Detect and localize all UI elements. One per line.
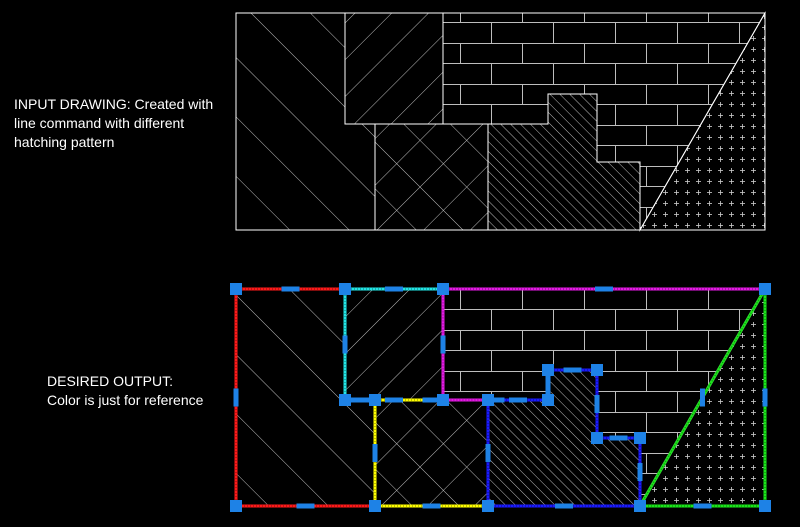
midpoint-grip[interactable]	[422, 503, 441, 509]
midpoint-grip[interactable]	[422, 397, 441, 403]
vertex-grip[interactable]	[759, 500, 771, 512]
hatch-region-cyan[interactable]	[344, 12, 444, 125]
hatch-region-yellow[interactable]	[374, 123, 489, 231]
midpoint-grip[interactable]	[296, 503, 315, 509]
input-note-line: hatching pattern	[14, 134, 115, 150]
desired-output-drawing[interactable]	[230, 283, 771, 512]
midpoint-grip[interactable]	[440, 335, 446, 354]
vertex-grip[interactable]	[542, 394, 554, 406]
vertex-grip[interactable]	[437, 394, 449, 406]
vertex-grip[interactable]	[369, 394, 381, 406]
vertex-grip[interactable]	[591, 432, 603, 444]
midpoint-grip[interactable]	[637, 463, 643, 481]
midpoint-grip[interactable]	[342, 335, 348, 354]
midpoint-grip[interactable]	[281, 286, 300, 292]
input-drawing[interactable]	[235, 11, 766, 232]
hatch-fill-blue	[488, 370, 640, 506]
output-note-line: Color is just for reference	[47, 392, 204, 408]
input-note-line: INPUT DRAWING: Created with	[14, 96, 214, 112]
hatch-fill-magenta	[443, 289, 765, 506]
vertex-grip[interactable]	[339, 394, 351, 406]
midpoint-grip[interactable]	[545, 376, 551, 394]
hatch-region-green[interactable]	[639, 11, 766, 231]
hatch-fill-cyan	[345, 289, 443, 400]
hatch-fill-red	[236, 289, 375, 506]
input-note-line: line command with different	[14, 115, 185, 131]
midpoint-grip[interactable]	[351, 397, 369, 403]
output-note-line: DESIRED OUTPUT:	[47, 373, 174, 389]
vertex-grip[interactable]	[634, 500, 646, 512]
vertex-grip[interactable]	[482, 394, 494, 406]
midpoint-grip[interactable]	[486, 397, 505, 403]
vertex-grip[interactable]	[759, 283, 771, 295]
midpoint-grip[interactable]	[700, 388, 705, 407]
midpoint-grip[interactable]	[485, 444, 491, 462]
vertex-grip[interactable]	[634, 432, 646, 444]
midpoint-grip[interactable]	[693, 503, 712, 509]
midpoint-grip[interactable]	[594, 395, 600, 413]
hatch-fill-yellow	[375, 400, 488, 506]
midpoint-grip[interactable]	[555, 503, 573, 509]
vertex-grip[interactable]	[230, 283, 242, 295]
midpoint-grip[interactable]	[385, 286, 403, 292]
midpoint-grip[interactable]	[385, 397, 403, 403]
midpoint-grip[interactable]	[372, 444, 378, 462]
vertex-grip[interactable]	[339, 283, 351, 295]
desired-output-note: DESIRED OUTPUT: Color is just for refere…	[47, 372, 203, 410]
vertex-grip[interactable]	[230, 500, 242, 512]
midpoint-grip[interactable]	[595, 286, 613, 292]
vertex-grip[interactable]	[591, 364, 603, 376]
midpoint-grip[interactable]	[563, 367, 582, 373]
midpoint-grip[interactable]	[609, 435, 628, 441]
midpoint-grip[interactable]	[509, 397, 527, 403]
hatch-region-blue[interactable]	[487, 93, 641, 231]
vertex-grip[interactable]	[437, 283, 449, 295]
midpoint-grip[interactable]	[233, 388, 239, 407]
input-drawing-note: INPUT DRAWING: Created with line command…	[14, 95, 239, 152]
vertex-grip[interactable]	[369, 500, 381, 512]
vertex-grip[interactable]	[482, 500, 494, 512]
vertex-grip[interactable]	[542, 364, 554, 376]
midpoint-grip[interactable]	[762, 388, 768, 407]
